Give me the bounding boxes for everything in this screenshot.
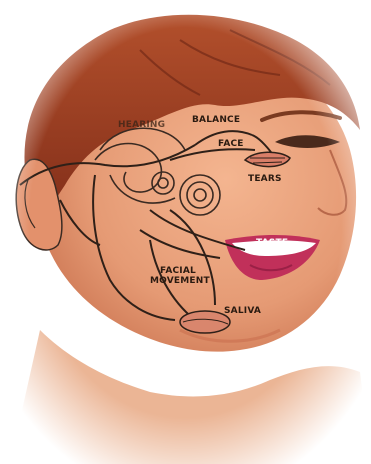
- label-facial-movement-line2: MOVEMENT: [150, 276, 210, 286]
- label-face: FACE: [218, 139, 244, 149]
- label-balance: BALANCE: [192, 115, 240, 125]
- label-saliva: SALIVA: [224, 306, 261, 316]
- label-facial-movement-line1: FACIAL: [160, 266, 196, 276]
- label-hearing: HEARING: [118, 120, 165, 130]
- label-tears: TEARS: [248, 174, 282, 184]
- label-taste: TASTE: [256, 238, 288, 248]
